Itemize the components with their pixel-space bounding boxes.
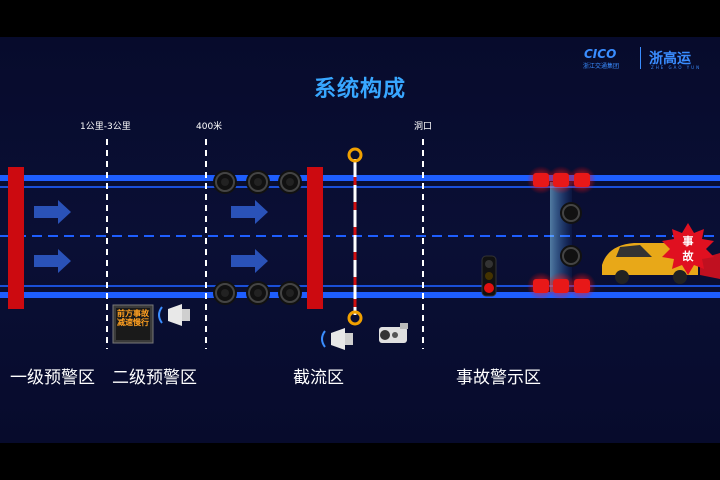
barrier-icon [307, 167, 323, 309]
beacon-light-icon [547, 166, 575, 194]
boom-gate [347, 147, 363, 326]
led-sign-line-2: 减速慢行 [117, 318, 149, 327]
loudspeaker-icon [158, 304, 190, 326]
accident-label-1: 事 [682, 235, 694, 248]
distance-label-1: 1公里-3公里 [80, 122, 131, 132]
traffic-cone-icon [278, 281, 302, 305]
beacon-light-icon [527, 272, 555, 300]
brand-logo-subtext: ZHE GAO YUN [651, 65, 702, 70]
cico-logo-text: CICO [584, 47, 617, 61]
brand-logo-text: 浙高运 [649, 51, 691, 67]
zone-label-4: 事故警示区 [456, 368, 541, 388]
camera-icon [379, 323, 408, 343]
accident-label-2: 故 [682, 250, 694, 263]
led-sign-text: 前方事故 减速慢行 [116, 309, 150, 327]
direction-arrows [34, 200, 268, 273]
slide-title: 系统构成 [313, 77, 406, 102]
road-line-bottom-inner [0, 285, 720, 287]
arrow-right-icon [231, 200, 268, 224]
road-edge-bottom [0, 292, 720, 298]
traffic-cone-icon [560, 245, 582, 267]
road-edge-top [0, 175, 720, 181]
zone-label-1: 一级预警区 [10, 368, 95, 388]
traffic-cone-icon [213, 281, 237, 305]
loudspeaker-icon [321, 328, 353, 350]
arrow-right-icon [34, 249, 71, 273]
beacon-light-icon [527, 166, 555, 194]
arrow-right-icon [231, 249, 268, 273]
traffic-cone-icon [246, 281, 270, 305]
zone-label-3: 截流区 [293, 368, 344, 388]
distance-label-3: 洞口 [414, 122, 433, 132]
cico-logo-subtext: 浙江交通集团 [583, 63, 620, 70]
led-sign-line-1: 前方事故 [117, 309, 149, 318]
explosion-icon [662, 223, 714, 275]
distance-markers [106, 139, 424, 349]
traffic-cone-icon [246, 170, 270, 194]
ring-icon [347, 147, 363, 163]
beacon-light-icon [547, 272, 575, 300]
arrow-right-icon [34, 200, 71, 224]
barrier-icon [8, 167, 24, 309]
traffic-cone-icon [278, 170, 302, 194]
traffic-cone-icon [213, 170, 237, 194]
traffic-light-icon [481, 255, 497, 297]
led-sign-icon [112, 304, 154, 344]
beacon-light-icon [568, 272, 596, 300]
slide: 系统构成 CICO 浙江交通集团 浙高运 ZHE GAO YUN [0, 37, 720, 443]
zone-label-2: 二级预警区 [112, 368, 197, 388]
ring-icon [347, 310, 363, 326]
distance-label-2: 400米 [196, 122, 223, 132]
road-lines [0, 175, 720, 298]
traffic-cones-top [213, 170, 302, 194]
beacon-lights [527, 166, 596, 300]
logo-separator [640, 47, 641, 69]
road-line-top-inner [0, 186, 720, 188]
traffic-cone-icon [560, 202, 582, 224]
beacon-light-icon [568, 166, 596, 194]
road-diagram [0, 139, 720, 350]
traffic-cones-bottom [213, 281, 302, 305]
